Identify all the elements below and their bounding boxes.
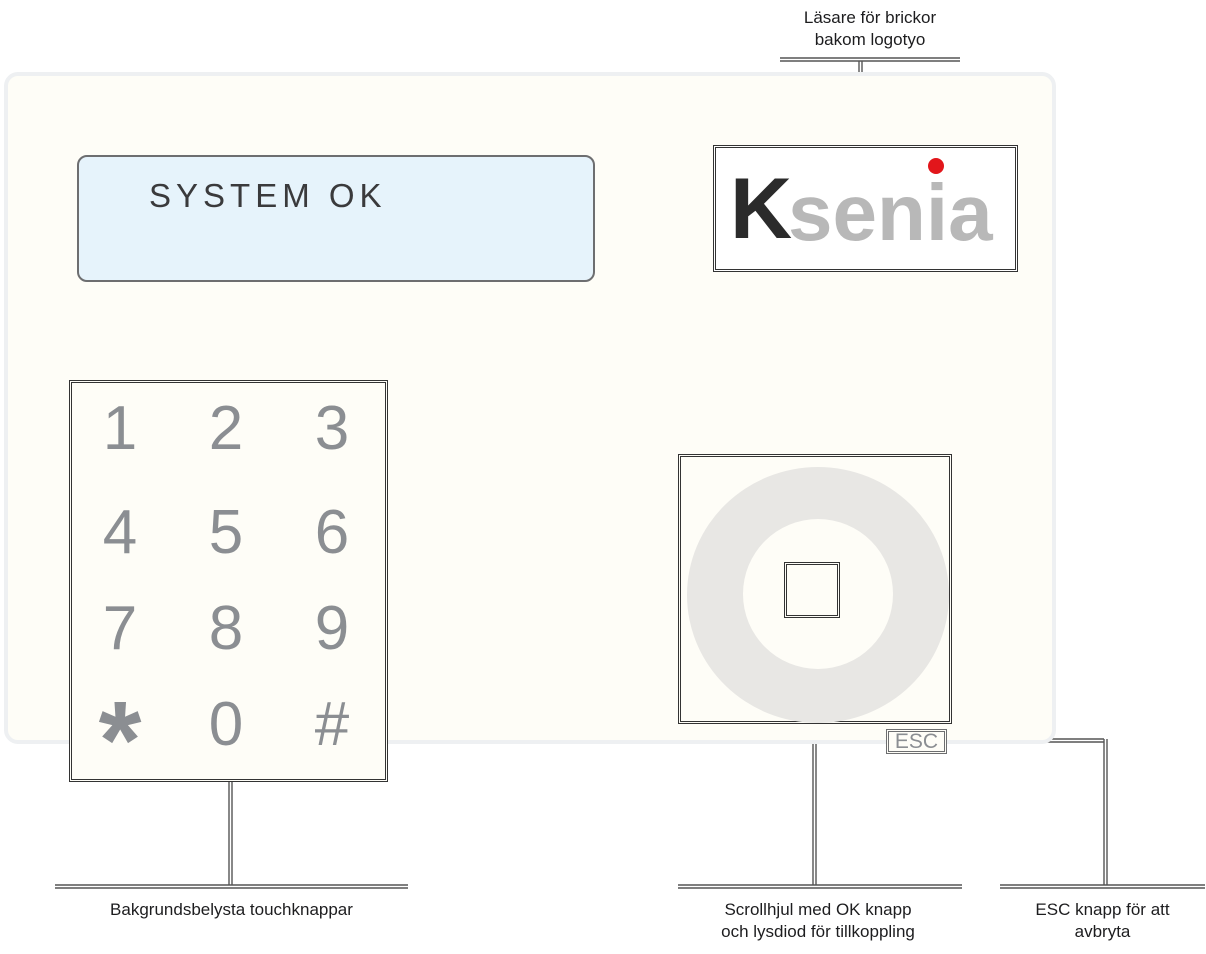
logo-red-dot	[928, 158, 944, 174]
tag-reader-label-line1: Läsare för brickor	[803, 8, 937, 27]
key-4[interactable]: 4	[102, 498, 138, 567]
key-9[interactable]: 9	[314, 594, 350, 663]
ksenia-logo: K senia	[730, 158, 993, 257]
scroll-wheel-module	[678, 454, 952, 724]
key-3[interactable]: 3	[314, 394, 350, 463]
key-star[interactable]: *	[98, 679, 142, 802]
key-1[interactable]: 1	[102, 394, 138, 463]
key-0[interactable]: 0	[208, 690, 244, 759]
key-8[interactable]: 8	[208, 594, 244, 663]
scroll-wheel-callout: Scrollhjul med OK knapp och lysdiod för …	[673, 899, 963, 943]
key-7[interactable]: 7	[102, 594, 138, 663]
key-2[interactable]: 2	[208, 394, 244, 463]
esc-label-line1: ESC knapp för att	[1035, 900, 1170, 919]
scroll-wheel[interactable]	[687, 467, 949, 723]
ok-button[interactable]	[784, 562, 840, 618]
scroll-wheel-label-line1: Scrollhjul med OK knapp	[724, 900, 912, 919]
display-text: SYSTEM OK	[149, 177, 387, 214]
esc-callout: ESC knapp för att avbryta	[1000, 899, 1205, 943]
keypad-label: Bakgrundsbelysta touchknappar	[110, 900, 353, 919]
scroll-wheel-label-line2: och lysdiod för tillkoppling	[721, 922, 915, 941]
esc-button[interactable]: ESC	[886, 729, 947, 754]
tag-reader-label-line2: bakom logotyo	[814, 30, 926, 49]
logo-badge: K senia	[713, 145, 1018, 272]
key-hash[interactable]: #	[314, 690, 350, 759]
keypad-callout: Bakgrundsbelysta touchknappar	[55, 899, 408, 921]
esc-label-line2: avbryta	[1074, 922, 1131, 941]
touch-keypad: 1 2 3 4 5 6 7 8 9 * 0 #	[69, 380, 388, 802]
logo-brand-prefix: K	[730, 161, 792, 257]
lcd-display: SYSTEM OK	[77, 155, 595, 282]
tag-reader-callout: Läsare för brickor bakom logotyo	[775, 7, 965, 51]
logo-brand-suffix: senia	[788, 168, 993, 257]
key-5[interactable]: 5	[208, 498, 244, 567]
key-6[interactable]: 6	[314, 498, 350, 567]
